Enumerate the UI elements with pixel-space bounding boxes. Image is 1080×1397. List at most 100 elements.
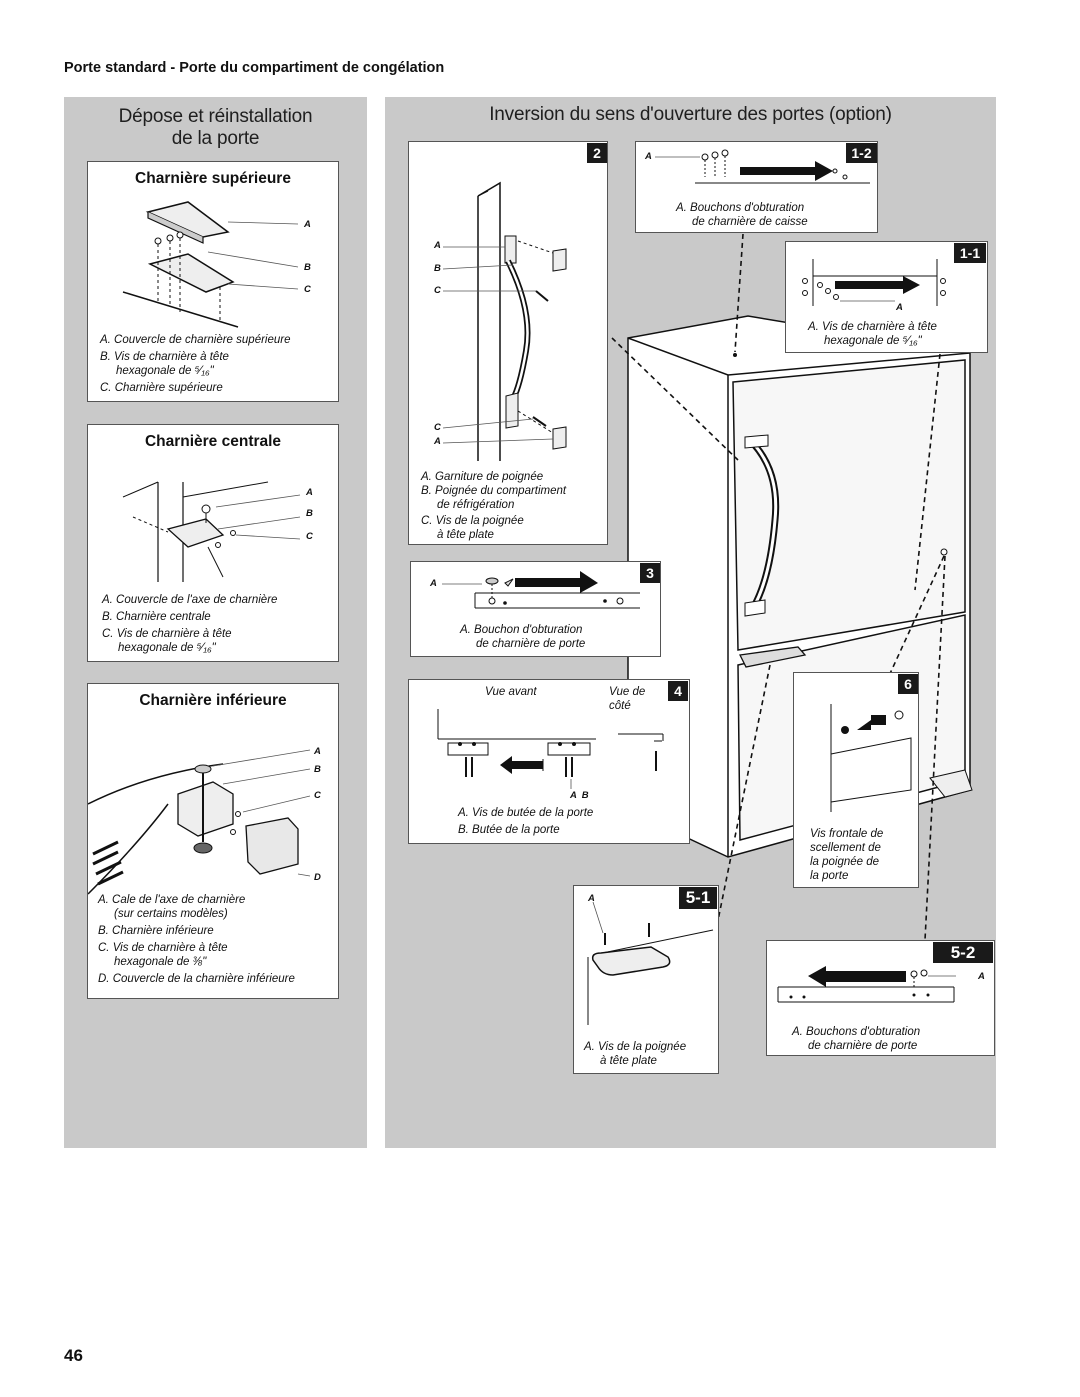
legend-item: A. Garniture de poignée: [421, 471, 544, 483]
legend-item: B. Charnière centrale: [102, 611, 211, 623]
top-hinge-callout-a: A: [304, 219, 311, 230]
left-panel-title: Dépose et réinstallation de la porte: [64, 106, 367, 150]
bottom-hinge-callout-a: A: [314, 746, 321, 757]
page-number: 46: [64, 1346, 83, 1365]
legend-item: A. Bouchons d'obturation: [676, 202, 805, 214]
fig-1-2-illustration: [655, 149, 870, 184]
legend-item: (sur certains modèles): [114, 908, 228, 920]
legend-item: de charnière de caisse: [692, 216, 808, 228]
fig-4-number: 4: [668, 681, 688, 701]
top-hinge-title: Charnière supérieure: [135, 170, 291, 187]
legend-item: A. Couvercle de charnière supérieure: [100, 334, 291, 346]
fig-2-callout-a2: A: [434, 436, 441, 447]
fig-3-legend: A. Bouchon d'obturation de charnière de …: [460, 623, 660, 651]
fig-2-illustration: [442, 181, 567, 461]
legend-item: A. Couvercle de l'axe de charnière: [102, 594, 278, 606]
fig-1-2-legend: A. Bouchons d'obturation de charnière de…: [676, 201, 876, 229]
fig-4-view-side: Vue de côté: [609, 685, 645, 713]
legend-item: C. Vis de charnière à tête: [98, 942, 228, 954]
legend-item: de charnière de porte: [808, 1040, 918, 1052]
top-hinge-box: Charnière supérieure A B C A. Couvercle …: [87, 161, 339, 402]
legend-item: à tête plate: [600, 1055, 657, 1067]
legend-item: A. Vis de la poignée: [584, 1041, 687, 1053]
top-hinge-callout-c: C: [304, 284, 311, 295]
center-hinge-legend: A. Couvercle de l'axe de charnière B. Ch…: [102, 593, 336, 658]
fig-5-1-legend: A. Vis de la poignée à tête plate: [584, 1040, 716, 1068]
fig-5-1-number: 5-1: [679, 887, 717, 909]
top-hinge-illustration: [122, 201, 299, 328]
fig-5-2-number: 5-2: [933, 942, 993, 963]
legend-item: A. Bouchons d'obturation: [792, 1026, 921, 1038]
fig-1-1-callout-a: A: [896, 302, 903, 313]
view-side-line1: Vue de: [609, 686, 646, 698]
legend-item: B. Butée de la porte: [458, 824, 560, 836]
legend-item: C. Vis de la poignée: [421, 515, 524, 527]
top-hinge-legend: A. Couvercle de charnière supérieure B. …: [100, 333, 336, 398]
center-hinge-callout-b: B: [306, 508, 313, 519]
top-hinge-callout-b: B: [304, 262, 311, 273]
fig-6-number: 6: [898, 674, 918, 694]
fig-1-2-number: 1-2: [846, 143, 877, 163]
legend-item: hexagonale de ⁵⁄₁₆": [824, 335, 922, 347]
legend-item: de réfrigération: [437, 499, 515, 511]
legend-item: de charnière de porte: [476, 638, 586, 650]
legend-item: à tête plate: [437, 529, 494, 541]
bottom-hinge-legend: A. Cale de l'axe de charnière (sur certa…: [98, 893, 338, 989]
legend-item: scellement de: [810, 842, 881, 854]
fig-4-illustration: [437, 709, 664, 789]
fig-1-2-box: [635, 141, 878, 233]
legend-item: A. Cale de l'axe de charnière: [98, 894, 246, 906]
bottom-hinge-box: Charnière inférieure A B C D A. Cale de …: [87, 683, 339, 999]
fig-2-callout-c: C: [434, 285, 441, 296]
fig-6-illustration: [830, 704, 912, 812]
left-title-line1: Dépose et réinstallation: [118, 106, 313, 127]
center-hinge-callout-a: A: [306, 487, 313, 498]
fig-3-number: 3: [640, 563, 660, 583]
legend-item: C. Vis de charnière à tête: [102, 628, 232, 640]
legend-item: D. Couvercle de la charnière inférieure: [98, 973, 295, 985]
fig-1-1-legend: A. Vis de charnière à tête hexagonale de…: [808, 320, 986, 348]
fig-4-box: [408, 679, 690, 844]
legend-item: la porte: [810, 870, 849, 882]
center-hinge-callout-c: C: [306, 531, 313, 542]
legend-item: A. Vis de charnière à tête: [808, 321, 937, 333]
fig-3-illustration: [442, 571, 640, 609]
bottom-hinge-title: Charnière inférieure: [139, 692, 287, 709]
fig-5-2-illustration: [777, 966, 956, 1003]
fig-2-number: 2: [587, 143, 607, 163]
fig-4-view-front: Vue avant: [485, 686, 537, 698]
fig-2-callout-a: A: [434, 240, 441, 251]
fig-1-1-illustration: [802, 259, 946, 306]
fig-1-1-box: [785, 241, 988, 353]
legend-item: hexagonale de ⅜": [114, 956, 207, 968]
fig-1-2-callout-a: A: [645, 151, 652, 162]
legend-item: Vis frontale de: [810, 828, 884, 840]
center-hinge-illustration: [122, 481, 301, 582]
fig-1-1-number: 1-1: [954, 243, 986, 263]
fig-5-2-legend: A. Bouchons d'obturation de charnière de…: [792, 1025, 992, 1053]
bottom-hinge-callout-d: D: [314, 872, 321, 883]
fig-5-1-callout-a: A: [588, 893, 595, 904]
legend-item: la poignée de: [810, 856, 880, 868]
legend-item: B. Charnière inférieure: [98, 925, 214, 937]
fig-2-legend: A. Garniture de poignée B. Poignée du co…: [421, 470, 606, 542]
bottom-hinge-callout-c: C: [314, 790, 321, 801]
legend-item: A. Vis de butée de la porte: [458, 807, 594, 819]
legend-item: hexagonale de ⁵⁄₁₆": [118, 642, 216, 654]
fig-3-callout-a: A: [430, 578, 437, 589]
fig-4-legend: A. Vis de butée de la porte B. Butée de …: [458, 806, 678, 837]
fig-6-legend: Vis frontale de scellement de la poignée…: [810, 827, 915, 883]
right-panel-title: Inversion du sens d'ouverture des portes…: [489, 104, 892, 125]
fig-3-box: [410, 561, 661, 657]
bottom-hinge-illustration: [88, 749, 311, 895]
legend-item: C. Charnière supérieure: [100, 382, 223, 394]
center-hinge-title: Charnière centrale: [144, 433, 282, 450]
left-title-line2: de la porte: [171, 128, 260, 149]
fig-5-1-illustration: [587, 901, 714, 1025]
view-side-line2: côté: [609, 700, 631, 712]
fig-5-2-callout-a: A: [978, 971, 985, 982]
fig-2-box: [408, 141, 608, 545]
center-hinge-box: Charnière centrale A B C A. Couvercle de…: [87, 424, 339, 662]
legend-item: A. Bouchon d'obturation: [460, 624, 583, 636]
legend-item: hexagonale de ⁵⁄₁₆": [116, 365, 214, 377]
